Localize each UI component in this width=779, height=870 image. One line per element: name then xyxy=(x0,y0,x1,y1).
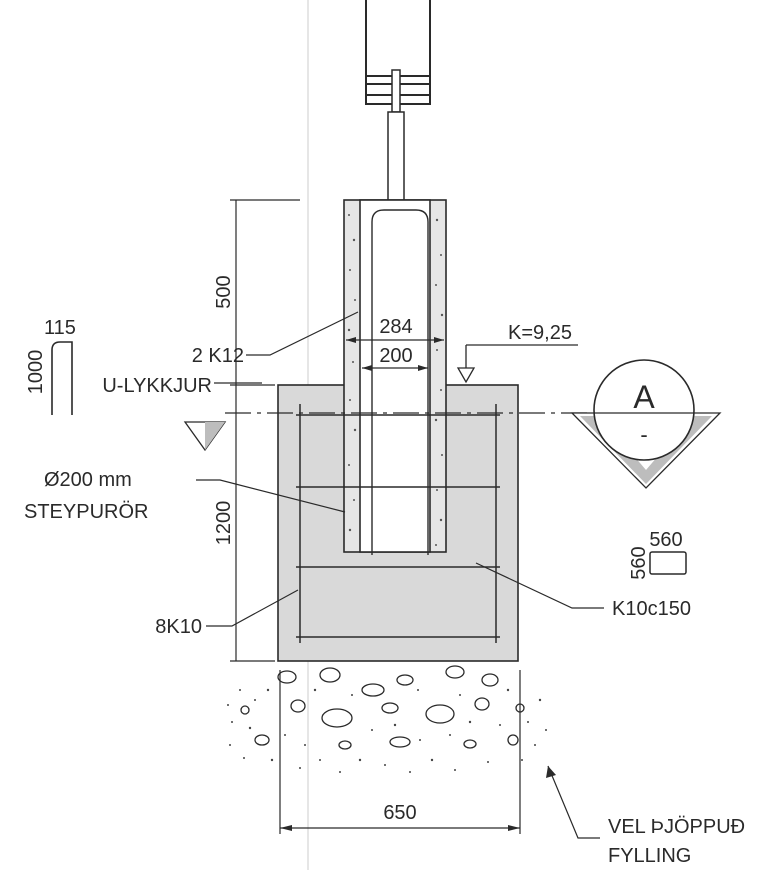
level-marker-left xyxy=(183,421,227,452)
label-tube-diameter: Ø200 mm xyxy=(44,469,132,491)
grid-height-value: 560 xyxy=(628,546,650,579)
label-vertical-bars: 8K10 xyxy=(155,616,202,638)
section-symbol xyxy=(570,359,722,489)
concrete-tube xyxy=(343,199,447,553)
mesh-square-icon xyxy=(649,551,687,575)
grid-width-value: 560 xyxy=(649,529,682,551)
dimension-footing-height xyxy=(230,385,275,662)
section-sub: - xyxy=(640,422,647,447)
horizontal-rebar xyxy=(296,414,500,638)
dimension-collar-value: 500 xyxy=(213,275,235,308)
dimension-tube-outer xyxy=(346,337,444,343)
stirrup-height-value: 1000 xyxy=(25,350,47,395)
leader-vertical-bars xyxy=(206,589,299,627)
label-top-bars: 2 K12 xyxy=(192,345,244,367)
elevation-marker xyxy=(456,344,578,384)
label-fill-line1: VEL ÞJÖPPUÐ xyxy=(608,816,745,838)
leader-mesh xyxy=(475,562,604,609)
gravel-fill xyxy=(227,665,547,773)
stirrup-width-value: 115 xyxy=(44,317,76,339)
label-loops: U-LYKKJUR xyxy=(102,375,212,397)
dimension-footing-width-value: 650 xyxy=(383,802,416,824)
dimension-tube-inner xyxy=(362,365,428,371)
dimension-footing-height-value: 1200 xyxy=(213,501,235,546)
elevation-label: K=9,25 xyxy=(508,322,572,344)
leader-tube xyxy=(196,479,346,513)
leader-fill xyxy=(547,765,600,839)
leader-top-bars xyxy=(246,311,359,356)
label-tube-material: STEYPURÖR xyxy=(24,501,148,523)
dimension-tube-outer-value: 284 xyxy=(379,316,412,338)
label-mesh: K10c150 xyxy=(612,598,691,620)
section-letter: A xyxy=(633,379,655,415)
label-fill-line2: FYLLING xyxy=(608,845,691,867)
stirrup-shape-icon xyxy=(51,341,73,415)
dimension-collar xyxy=(230,199,300,386)
u-loop-rebar xyxy=(371,209,429,555)
leader-fill-arrow xyxy=(546,766,556,778)
dimension-footing-width xyxy=(279,670,521,834)
dimension-tube-inner-value: 200 xyxy=(379,345,412,367)
